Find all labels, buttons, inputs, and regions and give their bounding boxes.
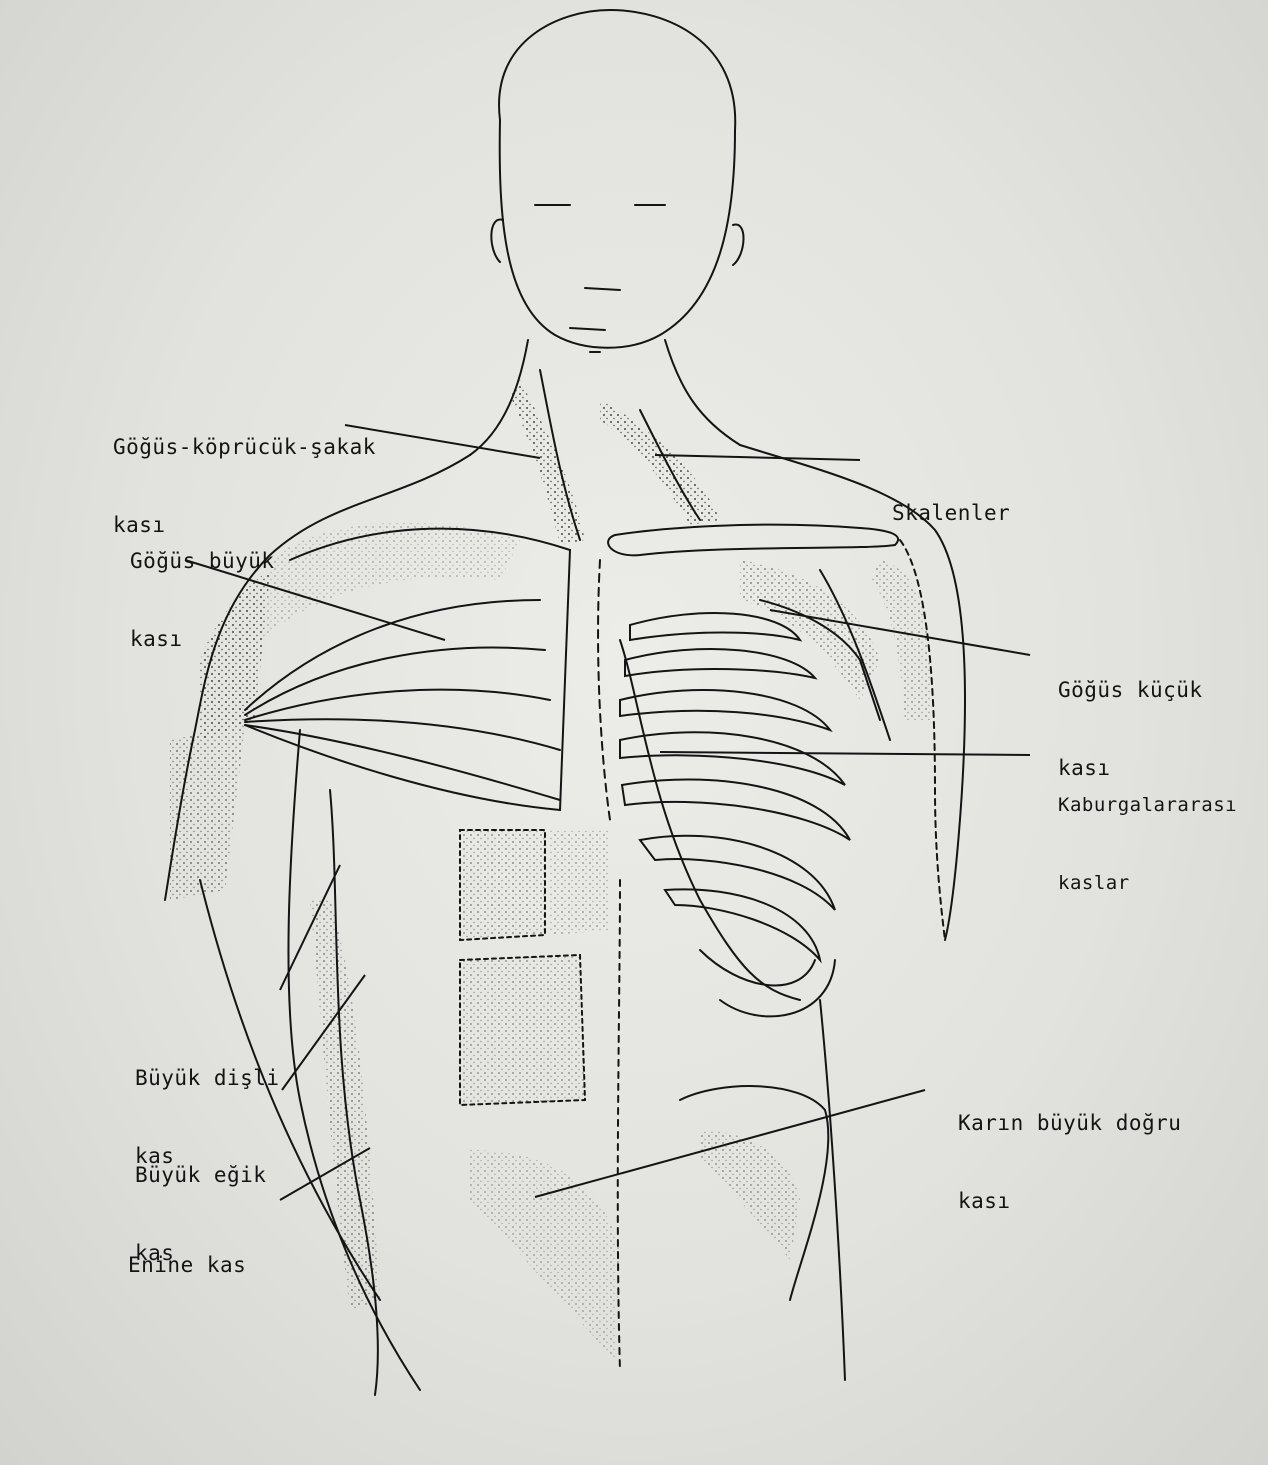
label-transversus: Enine kas xyxy=(128,1200,246,1330)
rib xyxy=(640,836,835,910)
rib xyxy=(625,649,815,678)
label-scalenes: Skalenler xyxy=(892,448,1010,578)
pec-fiber xyxy=(245,690,550,720)
label-line: Büyük eğik xyxy=(135,1162,266,1188)
label-rectus-abdominis: Karın büyük doğru kası xyxy=(958,1058,1181,1266)
right-ear xyxy=(733,225,744,265)
label-line: kası xyxy=(958,1188,1181,1214)
label-line: Skalenler xyxy=(892,500,1010,526)
leader-scalenes xyxy=(655,455,860,460)
neck-right xyxy=(665,340,740,445)
sternum xyxy=(598,560,610,820)
label-line: Karın büyük doğru xyxy=(958,1110,1181,1136)
pec-fiber xyxy=(245,648,545,715)
rib xyxy=(630,613,800,640)
label-intercostals: Kaburgalararası kaslar xyxy=(1058,740,1237,948)
label-line: Kaburgalararası xyxy=(1058,792,1237,818)
label-line: Büyük dişli xyxy=(135,1065,280,1091)
pec-fiber xyxy=(245,725,560,800)
label-line: Enine kas xyxy=(128,1252,246,1278)
label-line: Göğüs-köprücük-şakak xyxy=(113,434,376,460)
label-line: Göğüs küçük xyxy=(1058,677,1203,703)
label-line: kası xyxy=(130,626,275,652)
rib xyxy=(620,690,830,730)
nose xyxy=(585,288,620,290)
abdomen-right xyxy=(820,1000,845,1380)
left-ear xyxy=(491,220,503,262)
mouth xyxy=(570,328,605,330)
rib xyxy=(665,889,820,960)
label-line: kaslar xyxy=(1058,870,1237,896)
costal-arch xyxy=(700,950,835,1016)
leader-intercostals xyxy=(660,752,1030,755)
linea-alba xyxy=(618,880,620,1370)
rib xyxy=(622,780,850,840)
clavicle xyxy=(608,525,898,556)
label-line: Göğüs büyük xyxy=(130,548,275,574)
head-outline xyxy=(499,10,735,348)
pec-fiber xyxy=(245,719,560,750)
label-pectoralis-major: Göğüs büyük kası xyxy=(130,496,275,704)
